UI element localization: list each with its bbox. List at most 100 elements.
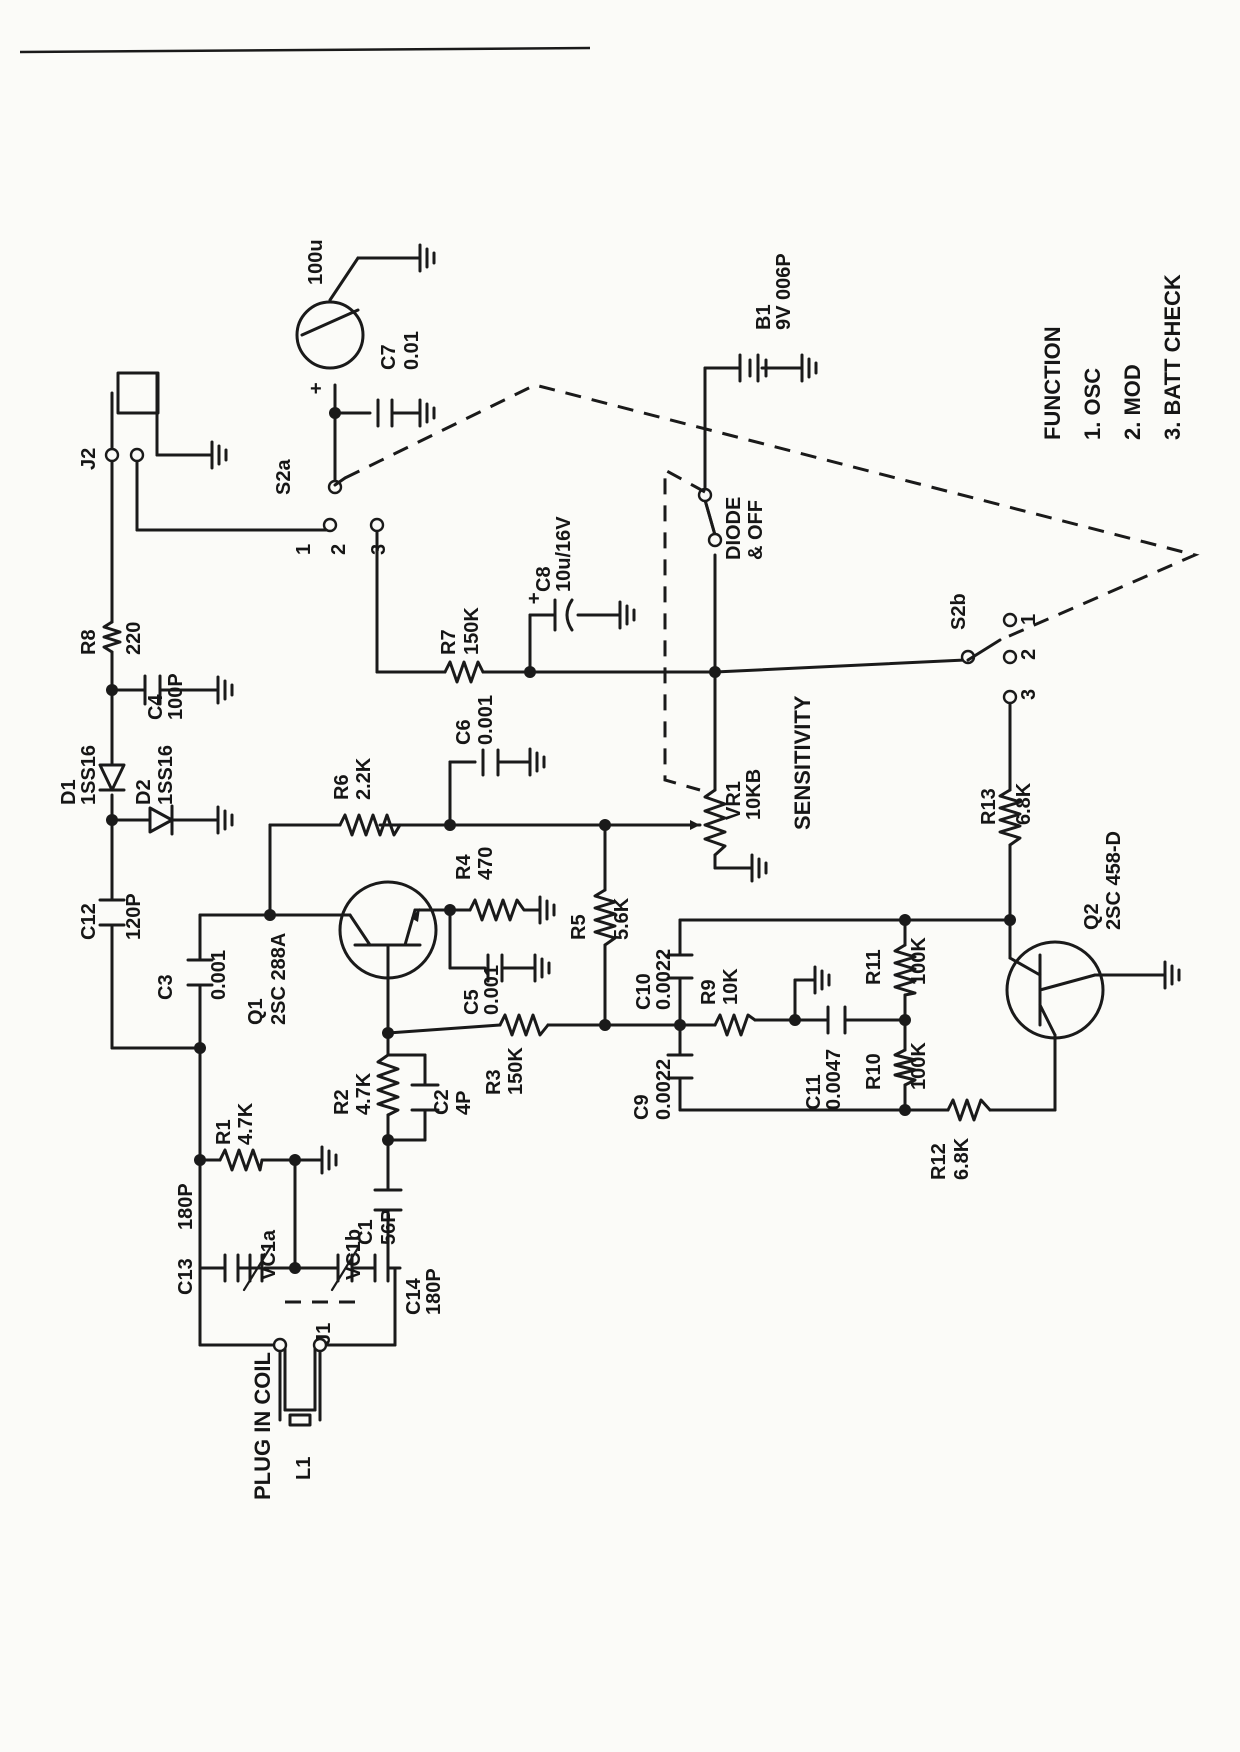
ground-icon bbox=[1163, 960, 1181, 990]
label-j2: J2 bbox=[78, 448, 100, 470]
ground-icon bbox=[750, 853, 768, 883]
label-q2-value: 2SC 458-D bbox=[1103, 831, 1125, 930]
resistor-R8 bbox=[102, 620, 122, 654]
resistor-R11 bbox=[893, 943, 917, 997]
label-q2: Q2 bbox=[1081, 903, 1103, 930]
label-c2: C2 bbox=[431, 1089, 453, 1115]
label-c4: C4 bbox=[145, 694, 167, 720]
label-c9-value: 0.0022 bbox=[653, 1059, 675, 1120]
label-c12-value: 120P bbox=[123, 893, 145, 940]
junction-dots bbox=[106, 407, 1016, 1274]
label-f1: 1. OSC bbox=[1080, 368, 1105, 440]
label-c3: C3 bbox=[155, 974, 177, 1000]
label-sensitivity: SENSITIVITY bbox=[790, 695, 815, 830]
label-r6: R6 bbox=[331, 774, 353, 800]
label-r3-value: 150K bbox=[505, 1047, 527, 1095]
label-big-cap-value: 100u bbox=[305, 239, 327, 285]
ground-icon bbox=[320, 1145, 338, 1175]
label-d2-value: 1SS16 bbox=[155, 745, 177, 805]
resistor-R4 bbox=[468, 898, 542, 922]
resistor-R2 bbox=[376, 1053, 400, 1117]
label-pos3: 3 bbox=[368, 544, 390, 555]
ground-icon bbox=[813, 965, 831, 995]
label-r2-value: 4.7K bbox=[353, 1072, 375, 1115]
label-c11: C11 bbox=[803, 1074, 825, 1110]
label-vc1a: VC1a bbox=[258, 1229, 280, 1280]
label-c2-value: 4P bbox=[453, 1091, 475, 1115]
label-r13-value: 6.8K bbox=[1013, 782, 1035, 825]
resistor-R12 bbox=[946, 1098, 992, 1122]
ground-icon bbox=[533, 953, 551, 983]
label-vc1b: VC1b bbox=[343, 1229, 365, 1280]
resistor-R3 bbox=[498, 1013, 550, 1037]
label-diode: DIODE bbox=[723, 497, 745, 560]
label-c3-value: 0.001 bbox=[208, 950, 230, 1000]
label-r13: R13 bbox=[978, 788, 1000, 825]
ground-icon bbox=[210, 440, 228, 470]
label-r8: R8 bbox=[78, 629, 100, 655]
label-c13-value: 180P bbox=[175, 1183, 197, 1230]
resistor-R9 bbox=[713, 1013, 757, 1037]
label-d1: D1 bbox=[58, 779, 80, 805]
label-c7: C7 bbox=[378, 344, 400, 370]
label-r1-value: 4.7K bbox=[235, 1102, 257, 1145]
label-r11-value: 100K bbox=[908, 937, 930, 985]
label-c11-value: 0.0047 bbox=[823, 1049, 845, 1110]
label-off: & OFF bbox=[745, 500, 767, 560]
label-c4-value: 100P bbox=[165, 673, 187, 720]
ground-icon bbox=[528, 747, 546, 777]
label-r4: R4 bbox=[453, 854, 475, 880]
label-c6-value: 0.001 bbox=[475, 695, 497, 745]
label-c8: C8 bbox=[533, 566, 555, 592]
potentiometer-VR1 bbox=[703, 788, 727, 857]
label-b1-value: 9V 006P bbox=[773, 253, 795, 330]
label-d2: D2 bbox=[133, 779, 155, 805]
label-c5-value: 0.001 bbox=[481, 965, 503, 1015]
label-vr1: VR1 bbox=[723, 781, 745, 820]
label-r4-value: 470 bbox=[475, 847, 497, 880]
resistor-R1 bbox=[218, 1148, 264, 1172]
transistor-Q2 bbox=[1005, 940, 1105, 1040]
label-j1: J1 bbox=[313, 1323, 335, 1345]
label-s2a: S2a bbox=[273, 459, 295, 495]
label-r10-value: 100K bbox=[908, 1042, 930, 1090]
label-vr1-value: 10KB bbox=[743, 769, 765, 820]
label-r1: R1 bbox=[213, 1119, 235, 1145]
label-c10-value: 0.0022 bbox=[653, 949, 675, 1010]
resistor-R7 bbox=[443, 660, 485, 684]
label-c14: C14 bbox=[403, 1277, 425, 1315]
label-r7: R7 bbox=[438, 629, 460, 655]
label-c9: C9 bbox=[631, 1094, 653, 1120]
electrolytic-capacitor-100u bbox=[295, 300, 365, 370]
resistor-R10 bbox=[893, 1048, 917, 1087]
label-s2b: S2b bbox=[948, 593, 970, 630]
label-r2: R2 bbox=[331, 1089, 353, 1115]
label-function: FUNCTION bbox=[1040, 326, 1065, 440]
label-s2b-1: 1 bbox=[1018, 614, 1040, 625]
label-r9-value: 10K bbox=[720, 968, 742, 1005]
label-c10: C10 bbox=[633, 973, 655, 1010]
resistor-R13 bbox=[998, 788, 1022, 847]
label-q1-value: 2SC 288A bbox=[268, 933, 290, 1025]
label-f2: 2. MOD bbox=[1120, 364, 1145, 440]
resistor-R6 bbox=[338, 813, 402, 837]
diode-D1 bbox=[98, 763, 126, 792]
label-c8-value: 10u/16V bbox=[553, 516, 575, 592]
label-r10: R10 bbox=[863, 1053, 885, 1090]
diode-D2 bbox=[148, 806, 174, 834]
jack-J2 bbox=[116, 371, 160, 415]
ground-icon bbox=[538, 895, 556, 925]
sensitivity-link bbox=[663, 467, 706, 792]
label-pos1: 1 bbox=[293, 544, 315, 555]
top-rule bbox=[19, 46, 591, 54]
label-r5-value: 5.6K bbox=[611, 897, 633, 940]
label-plug-in-coil: PLUG IN COIL bbox=[250, 1352, 275, 1500]
label-r12: R12 bbox=[928, 1143, 950, 1180]
label-c6: C6 bbox=[453, 719, 475, 745]
switch-gang-link bbox=[344, 383, 1200, 642]
label-d1-value: 1SS16 bbox=[78, 745, 100, 805]
ground-icon bbox=[618, 600, 636, 630]
ground-symbols bbox=[210, 243, 1181, 1175]
label-c7-value: 0.01 bbox=[401, 331, 423, 370]
